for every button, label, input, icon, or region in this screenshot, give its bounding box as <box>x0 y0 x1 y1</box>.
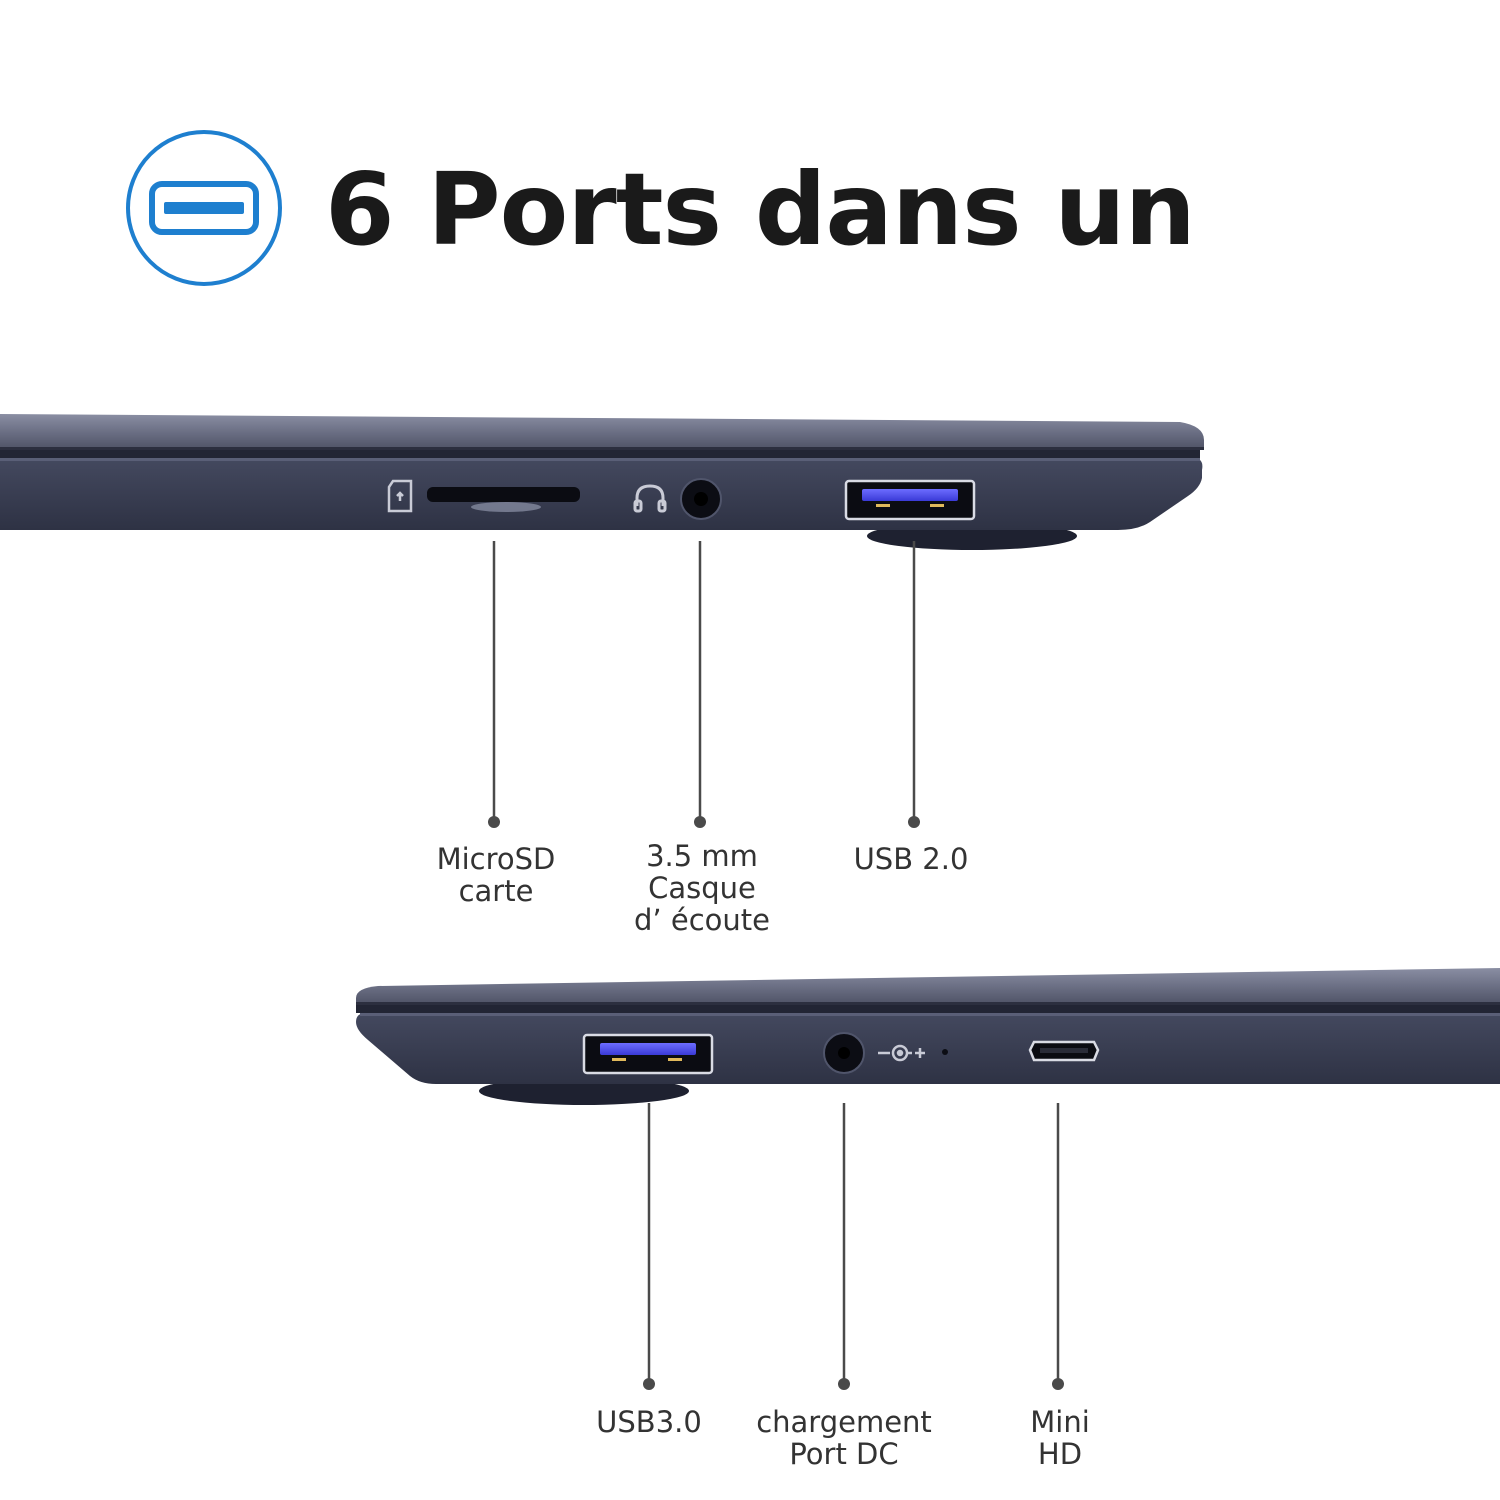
leader-line-minihd <box>1052 1103 1064 1390</box>
label-usb3: USB3.0 <box>596 1405 702 1439</box>
microsd-card-icon <box>387 479 413 513</box>
label-usb2: USB 2.0 <box>853 842 969 876</box>
mini-hd-port <box>1028 1040 1100 1062</box>
usb-port-icon <box>126 130 282 286</box>
laptop-side-right <box>356 968 1500 1105</box>
label-microsd: MicroSD carte <box>436 842 556 908</box>
leader-line-usb2 <box>908 541 920 828</box>
label-dc: chargement Port DC <box>756 1405 932 1471</box>
label-headphone: 3.5 mm Casque d’ écoute <box>634 839 770 937</box>
microsd-slot <box>427 487 580 502</box>
dc-power-icon <box>878 1044 925 1062</box>
page-title: 6 Ports dans un <box>325 151 1196 268</box>
leader-line-dc <box>838 1103 850 1390</box>
label-minihd: Mini HD <box>1030 1405 1090 1471</box>
usb-2-port <box>844 479 976 521</box>
leader-line-usb3 <box>643 1103 655 1390</box>
led-indicator <box>942 1049 948 1055</box>
leader-line-microsd <box>488 541 500 828</box>
leader-line-headphone <box>694 541 706 828</box>
usb-3-port <box>582 1033 714 1075</box>
laptop-side-left <box>0 414 1204 550</box>
headphone-icon <box>633 484 667 513</box>
